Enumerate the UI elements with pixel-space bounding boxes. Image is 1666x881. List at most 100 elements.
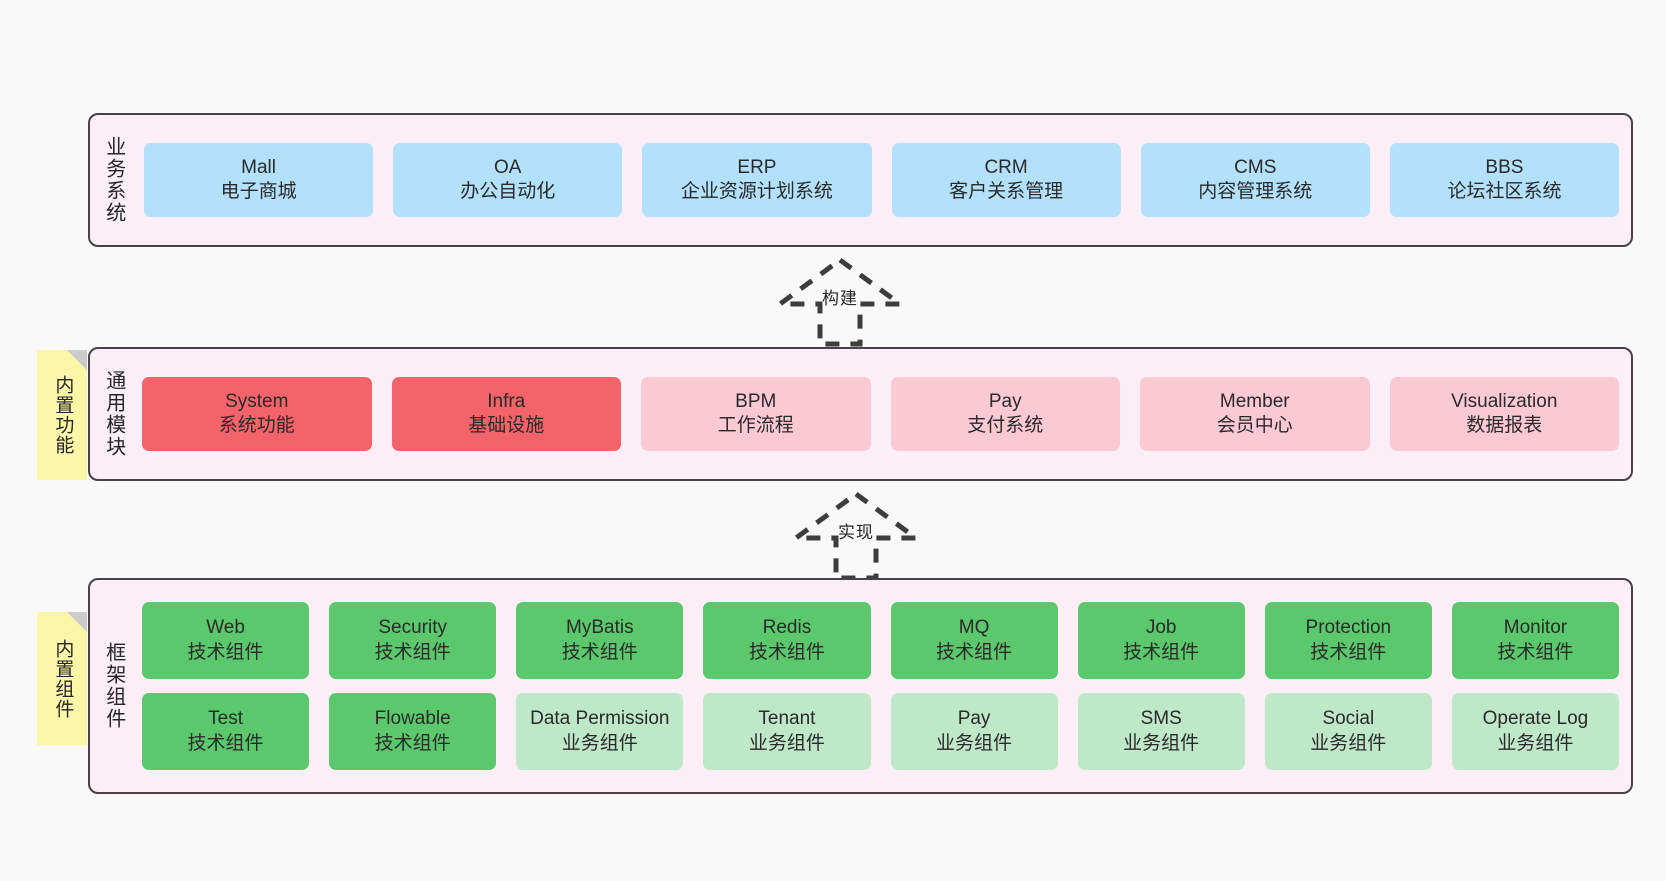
node-pay-module[interactable]: Pay 支付系统 [890, 377, 1120, 451]
node-pay-module-sub: 支付系统 [967, 415, 1044, 436]
node-infra-sub: 基础设施 [468, 415, 545, 436]
node-operate-log-sub: 业务组件 [1497, 732, 1574, 754]
node-data-permission-name: Data Permission [530, 708, 670, 730]
node-flowable[interactable]: Flowable 技术组件 [329, 693, 497, 770]
node-monitor-sub: 技术组件 [1497, 641, 1574, 663]
node-infra[interactable]: Infra 基础设施 [391, 377, 621, 451]
node-test[interactable]: Test 技术组件 [142, 693, 310, 770]
node-system-name: System [225, 390, 289, 412]
layer-title-framework-component: 框架组件 [102, 642, 125, 730]
node-social[interactable]: Social 业务组件 [1264, 693, 1432, 770]
note-fold-icon [67, 350, 87, 370]
note-builtin-components-label: 内置组件 [52, 638, 74, 719]
node-cms-sub: 内容管理系统 [1198, 181, 1313, 202]
node-visualization-sub: 数据报表 [1466, 415, 1543, 436]
node-crm-name: CRM [984, 156, 1028, 178]
node-protection-name: Protection [1305, 617, 1392, 639]
node-social-name: Social [1322, 708, 1375, 730]
node-erp[interactable]: ERP 企业资源计划系统 [642, 143, 872, 217]
node-mq-name: MQ [958, 617, 990, 639]
node-pay-component[interactable]: Pay 业务组件 [890, 693, 1058, 770]
node-job-sub: 技术组件 [1123, 641, 1200, 663]
node-mq-sub: 技术组件 [936, 641, 1013, 663]
node-member-name: Member [1219, 390, 1290, 412]
layer-framework-component: 框架组件 Web 技术组件 Security 技术组件 MyBatis 技术组件… [88, 578, 1633, 794]
node-member-sub: 会员中心 [1216, 415, 1293, 436]
node-operate-log[interactable]: Operate Log 业务组件 [1451, 693, 1619, 770]
node-social-sub: 业务组件 [1310, 732, 1387, 754]
layer-title-common-module: 通用模块 [102, 370, 125, 458]
node-data-permission-sub: 业务组件 [561, 732, 638, 754]
node-sms-sub: 业务组件 [1123, 732, 1200, 754]
node-visualization-name: Visualization [1451, 390, 1558, 412]
node-job[interactable]: Job 技术组件 [1077, 602, 1245, 679]
note-builtin-features-label: 内置功能 [52, 375, 74, 455]
node-security[interactable]: Security 技术组件 [329, 602, 497, 679]
node-system[interactable]: System 系统功能 [142, 377, 372, 451]
layer-business-system: 业务系统 Mall 电子商城 OA 办公自动化 ERP 企业资源计划系统 CRM… [88, 113, 1633, 247]
node-web[interactable]: Web 技术组件 [142, 602, 310, 679]
note-builtin-features: 内置功能 [37, 350, 87, 480]
row-common-modules: System 系统功能 Infra 基础设施 BPM 工作流程 Pay 支付系统… [142, 377, 1619, 451]
node-bpm[interactable]: BPM 工作流程 [641, 377, 871, 451]
node-web-sub: 技术组件 [187, 641, 264, 663]
node-mall[interactable]: Mall 电子商城 [144, 143, 374, 217]
node-security-name: Security [378, 617, 447, 639]
node-tenant[interactable]: Tenant 业务组件 [703, 693, 871, 770]
node-bbs[interactable]: BBS 论坛社区系统 [1389, 143, 1620, 217]
node-flowable-sub: 技术组件 [374, 732, 451, 754]
note-builtin-components: 内置组件 [37, 612, 87, 745]
node-redis-name: Redis [762, 617, 812, 639]
layer-body-common-module: System 系统功能 Infra 基础设施 BPM 工作流程 Pay 支付系统… [136, 349, 1631, 479]
node-oa-name: OA [494, 156, 522, 178]
node-redis[interactable]: Redis 技术组件 [703, 602, 871, 679]
node-data-permission[interactable]: Data Permission 业务组件 [516, 693, 684, 770]
node-test-sub: 技术组件 [187, 732, 264, 754]
node-tenant-sub: 业务组件 [748, 732, 825, 754]
node-web-name: Web [206, 617, 245, 639]
layer-common-module: 通用模块 System 系统功能 Infra 基础设施 BPM 工作流程 Pay… [88, 347, 1633, 481]
node-member[interactable]: Member 会员中心 [1140, 377, 1370, 451]
node-monitor-name: Monitor [1503, 617, 1568, 639]
node-visualization[interactable]: Visualization 数据报表 [1389, 377, 1619, 451]
node-mall-name: Mall [241, 156, 276, 178]
node-flowable-name: Flowable [374, 708, 451, 730]
node-cms-name: CMS [1234, 156, 1277, 178]
node-bbs-sub: 论坛社区系统 [1447, 181, 1562, 202]
connector-implement-label: 实现 [838, 523, 874, 542]
node-mybatis-sub: 技术组件 [561, 641, 638, 663]
node-monitor[interactable]: Monitor 技术组件 [1451, 602, 1619, 679]
node-sms[interactable]: SMS 业务组件 [1077, 693, 1245, 770]
note-fold-icon [67, 612, 87, 632]
node-cms[interactable]: CMS 内容管理系统 [1140, 143, 1370, 217]
node-oa[interactable]: OA 办公自动化 [393, 143, 623, 217]
node-security-sub: 技术组件 [374, 641, 451, 663]
node-pay-component-name: Pay [957, 708, 991, 730]
node-erp-name: ERP [737, 156, 777, 178]
implement-arrow-icon [788, 490, 924, 581]
node-crm[interactable]: CRM 客户关系管理 [891, 143, 1121, 217]
node-oa-sub: 办公自动化 [460, 181, 556, 202]
layer-body-framework-component: Web 技术组件 Security 技术组件 MyBatis 技术组件 Redi… [136, 580, 1631, 792]
node-infra-name: Infra [487, 390, 526, 412]
node-mq[interactable]: MQ 技术组件 [890, 602, 1058, 679]
node-mall-sub: 电子商城 [220, 181, 297, 202]
connector-implement: 实现 [756, 490, 956, 582]
node-protection[interactable]: Protection 技术组件 [1264, 602, 1432, 679]
connector-build-label: 构建 [822, 289, 858, 308]
layer-title-business-system: 业务系统 [102, 136, 125, 224]
node-erp-sub: 企业资源计划系统 [680, 181, 833, 202]
node-operate-log-name: Operate Log [1482, 708, 1589, 730]
node-pay-module-name: Pay [988, 390, 1022, 412]
node-bbs-name: BBS [1485, 156, 1524, 178]
node-tenant-name: Tenant [758, 708, 816, 730]
build-arrow-icon [772, 256, 908, 347]
layer-body-business-system: Mall 电子商城 OA 办公自动化 ERP 企业资源计划系统 CRM 客户关系… [136, 115, 1631, 245]
node-redis-sub: 技术组件 [748, 641, 825, 663]
node-test-name: Test [208, 708, 243, 730]
node-crm-sub: 客户关系管理 [949, 181, 1064, 202]
node-bpm-sub: 工作流程 [717, 415, 794, 436]
node-mybatis[interactable]: MyBatis 技术组件 [516, 602, 684, 679]
row-business-components: Test 技术组件 Flowable 技术组件 Data Permission … [142, 693, 1619, 770]
node-job-name: Job [1145, 617, 1177, 639]
